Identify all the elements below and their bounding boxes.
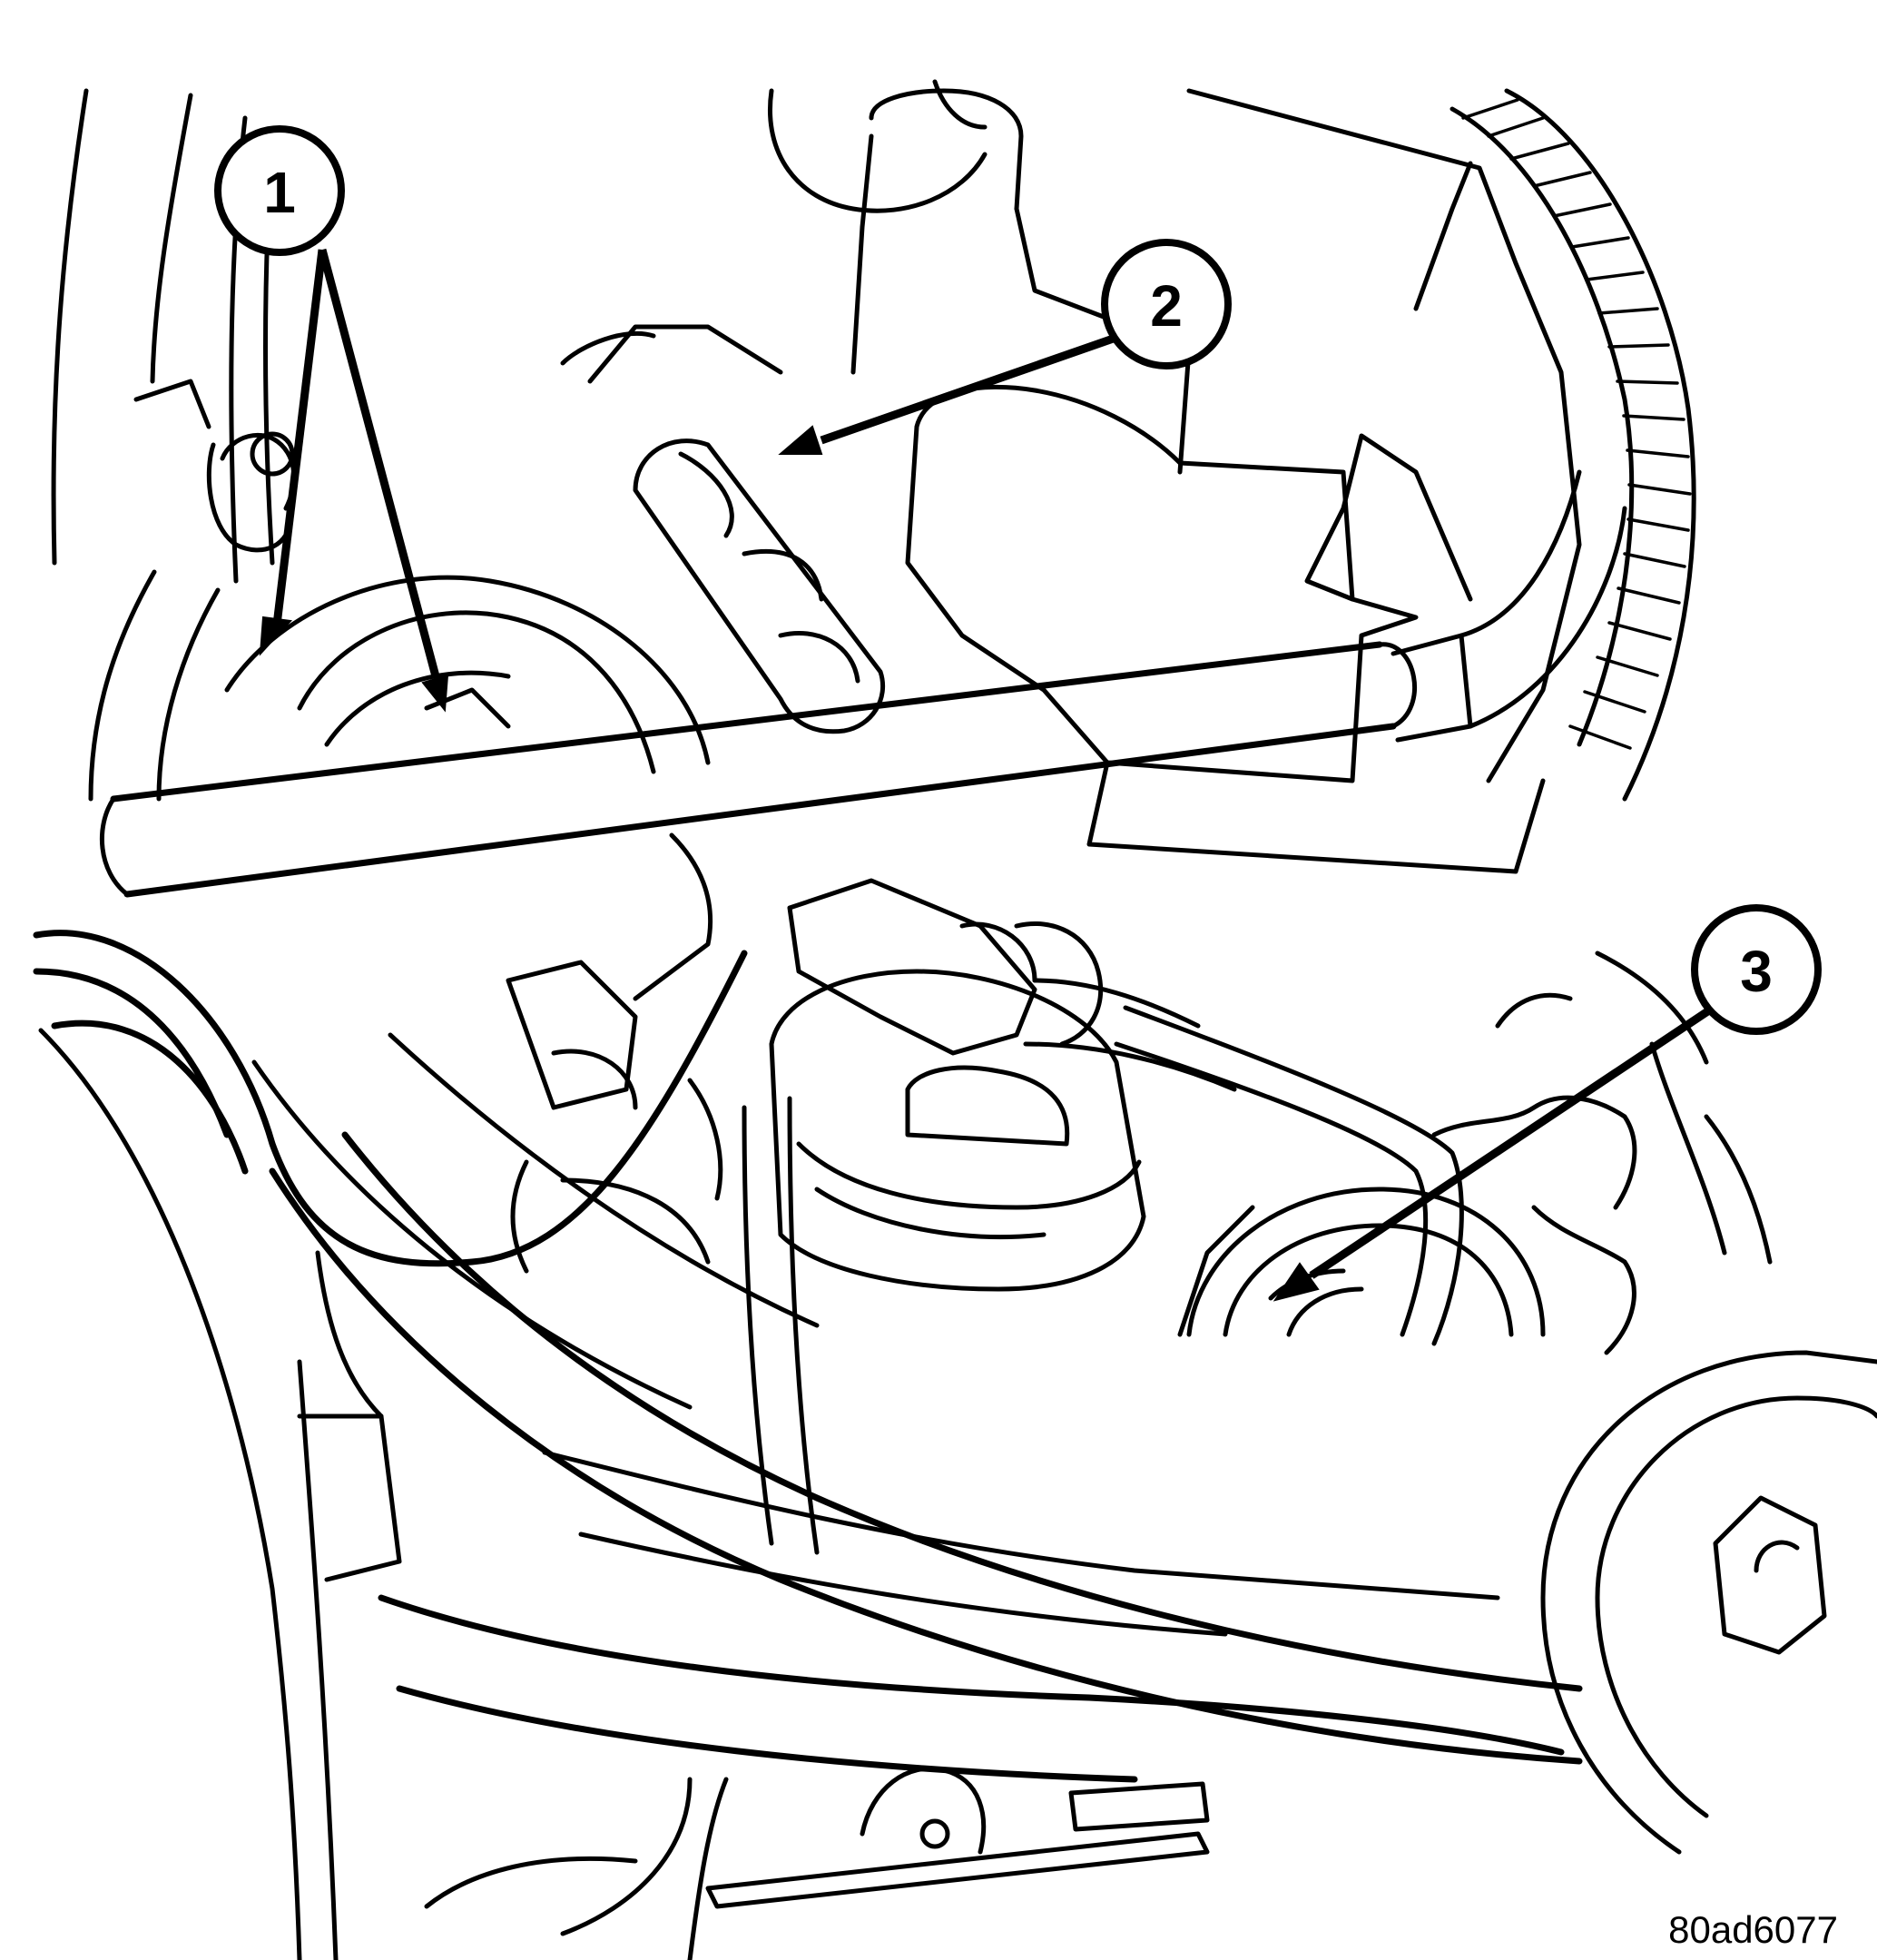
callout-2-arrowhead (778, 425, 823, 455)
callout-1-label: 1 (263, 160, 296, 225)
callout-3-circle (1691, 904, 1822, 1035)
callout-1-leader-a (272, 249, 327, 625)
callout-2: 2 (778, 239, 1232, 455)
figure-id: 80ad6077 (1668, 1908, 1838, 1951)
callout-3-label: 3 (1740, 939, 1773, 1004)
callout-2-circle (1101, 239, 1232, 369)
engine-line-art (33, 79, 1877, 1960)
callout-2-leader (820, 331, 1123, 445)
callout-3-leader (1309, 1000, 1723, 1279)
callout-1-arrowhead-b (421, 674, 449, 713)
callout-1-circle (214, 125, 345, 256)
callout-2-label: 2 (1150, 273, 1183, 339)
callout-1-leader-b (318, 248, 440, 678)
callout-3: 3 (1273, 904, 1822, 1302)
callout-1-arrowhead-a (259, 616, 293, 656)
loom-ribs (1461, 98, 1692, 750)
callout-1: 1 (214, 125, 449, 713)
callout-3-arrowhead (1273, 1262, 1320, 1302)
